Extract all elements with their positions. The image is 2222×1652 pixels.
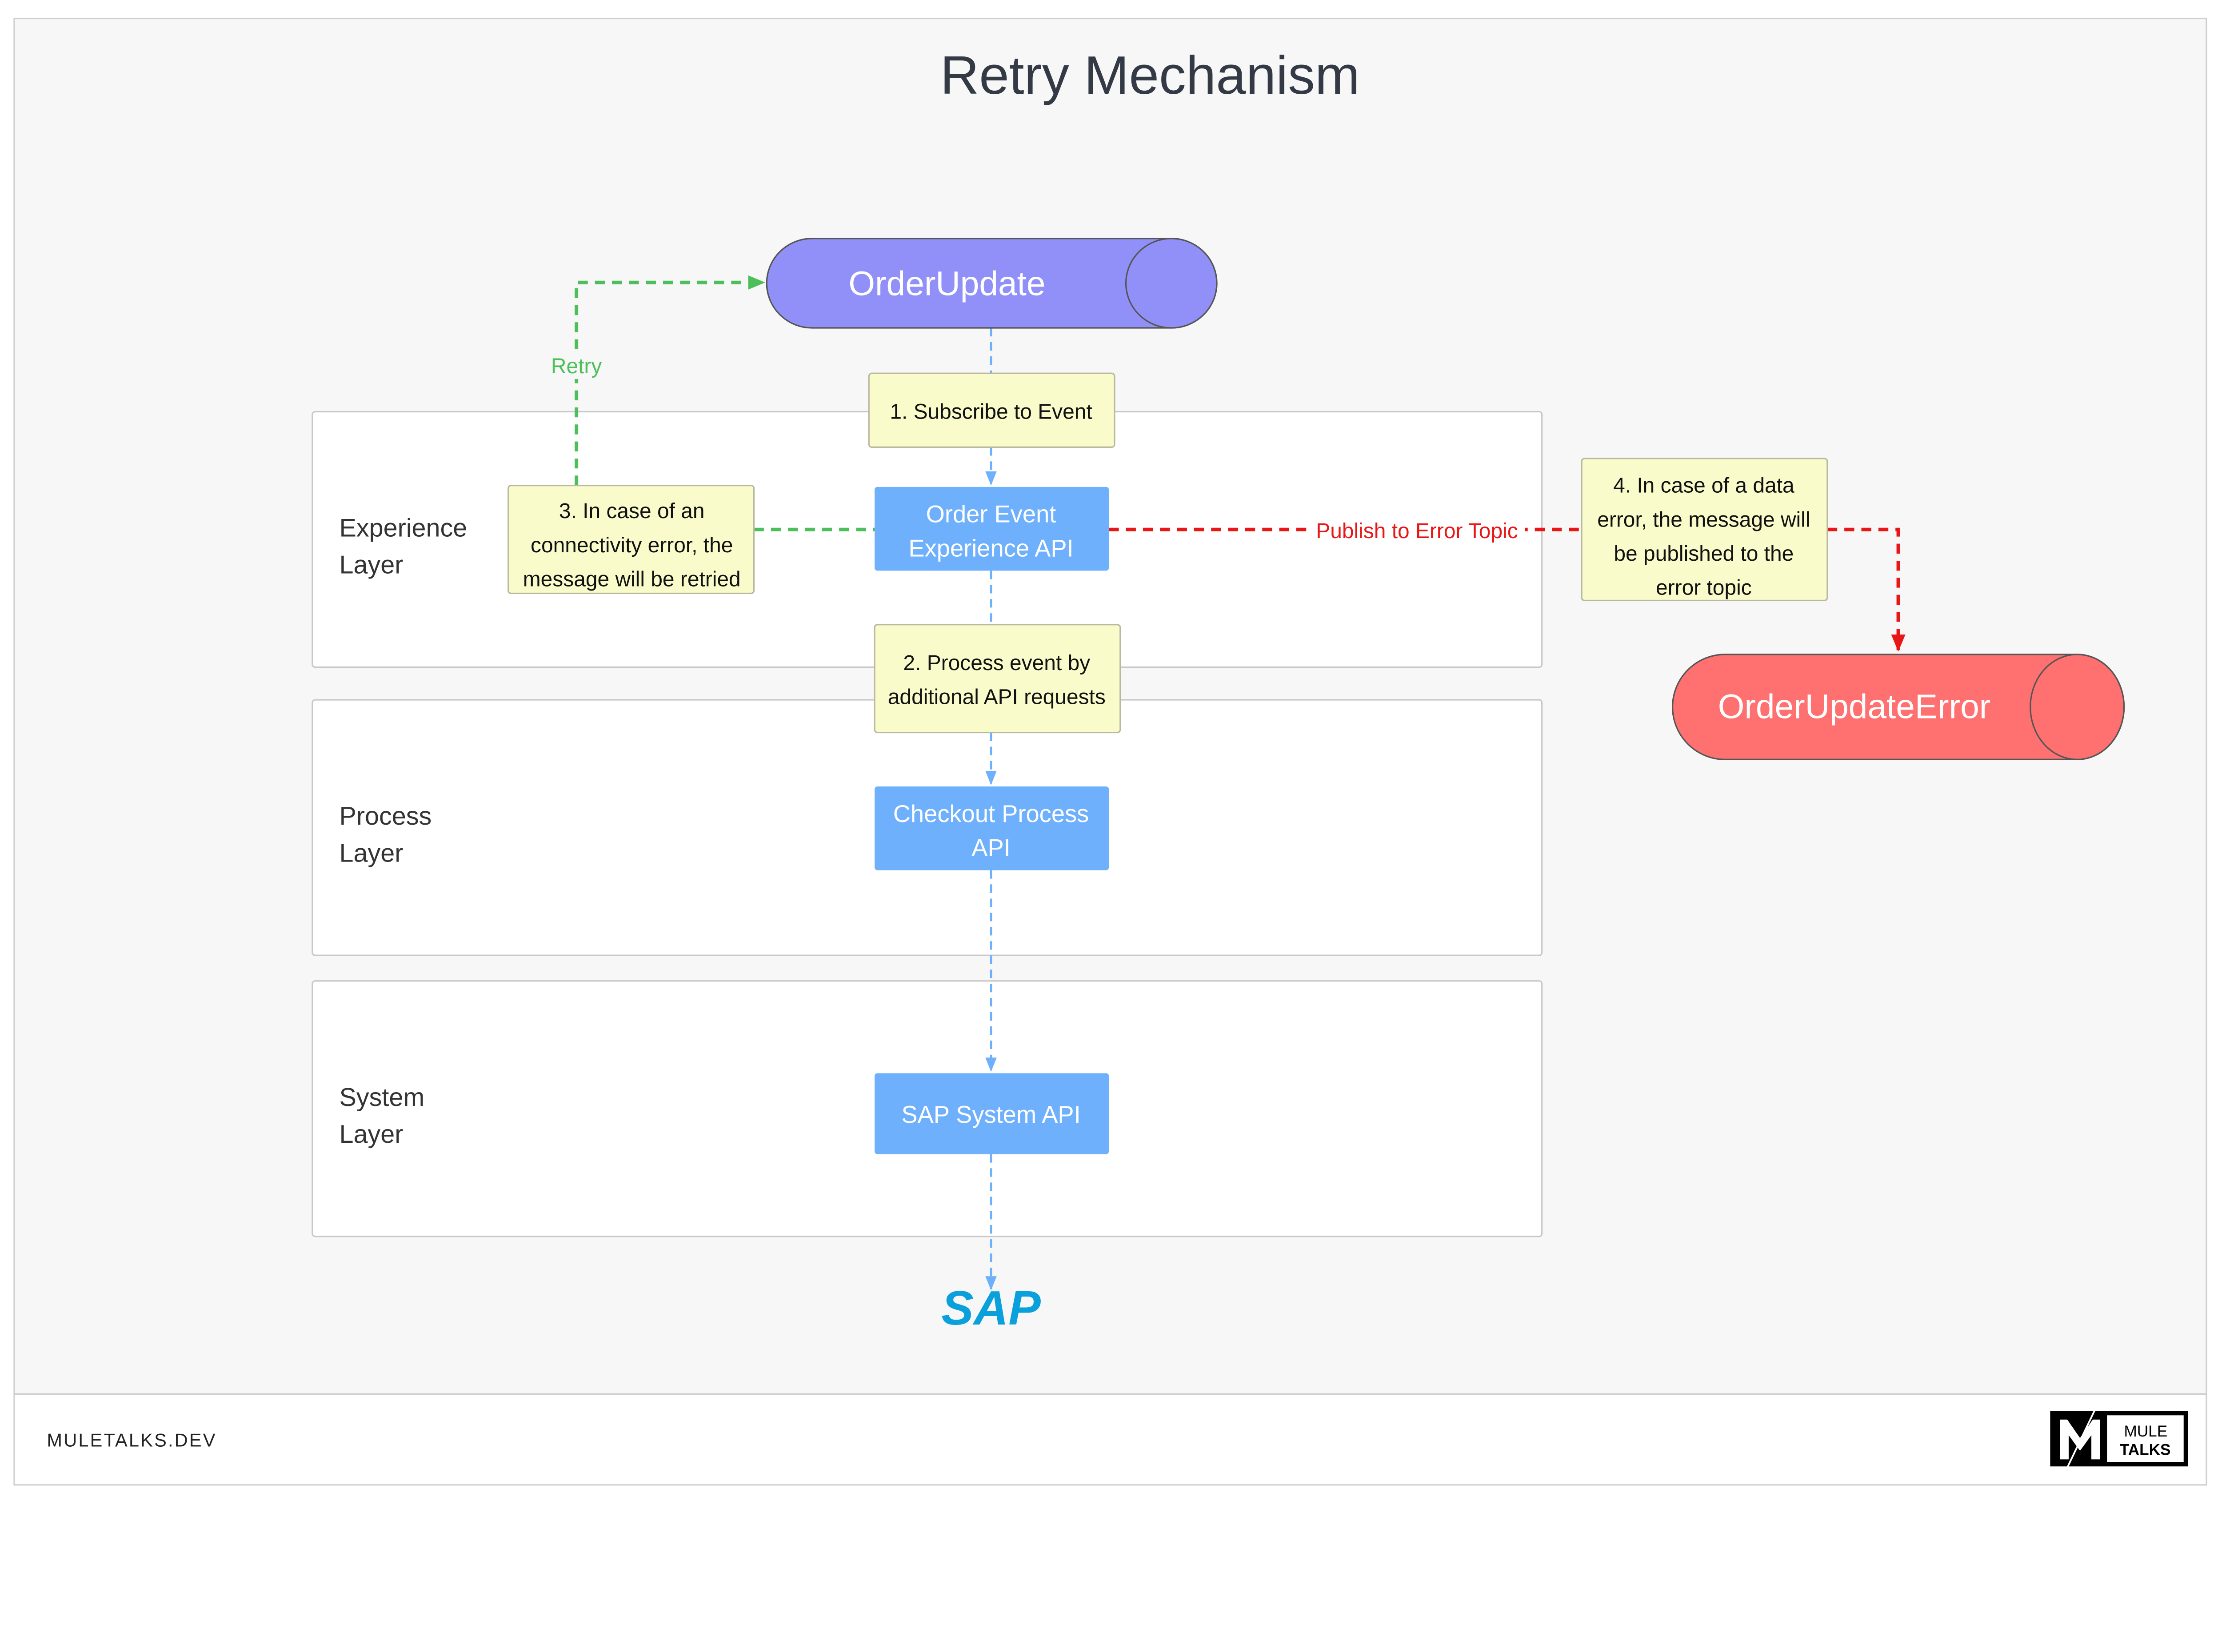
muletalks-logo: MULE TALKS <box>2050 1405 2188 1471</box>
svg-text:be published to the: be published to the <box>1614 542 1794 566</box>
note-step-4: 4. In case of a data error, the message … <box>1581 458 1828 602</box>
order-update-topic[interactable]: OrderUpdate <box>766 238 1218 329</box>
svg-text:2. Process event by: 2. Process event by <box>903 651 1090 675</box>
logo-text-mule: MULE <box>2124 1423 2168 1440</box>
api-label: API <box>971 834 1011 862</box>
footer-site-link[interactable]: MULETALKS.DEV <box>47 1430 216 1451</box>
order-update-error-label: OrderUpdateError <box>1718 688 1990 726</box>
retry-label: Retry <box>551 355 602 378</box>
system-layer-label: System <box>340 1083 425 1112</box>
order-event-experience-api[interactable]: Order Event Experience API <box>875 487 1109 571</box>
logo-text-talks: TALKS <box>2120 1441 2170 1459</box>
process-layer-label: Layer <box>340 839 404 867</box>
experience-layer-label: Layer <box>340 551 404 579</box>
svg-text:connectivity error, the: connectivity error, the <box>531 534 733 557</box>
process-layer-label: Process <box>340 802 432 830</box>
api-label: Experience API <box>908 535 1073 562</box>
api-label: Order Event <box>926 501 1056 528</box>
diagram-canvas: Retry Mechanism Experience Layer Process… <box>13 17 2207 1486</box>
api-label: Checkout Process <box>893 800 1089 827</box>
svg-text:4. In case of a data: 4. In case of a data <box>1613 474 1794 498</box>
publish-error-label: Publish to Error Topic <box>1316 519 1518 543</box>
svg-text:error, the message will: error, the message will <box>1597 508 1810 531</box>
api-label: SAP System API <box>901 1101 1080 1128</box>
system-layer-label: Layer <box>340 1120 404 1149</box>
order-update-label: OrderUpdate <box>848 265 1045 303</box>
svg-text:1. Subscribe to Event: 1. Subscribe to Event <box>890 400 1092 423</box>
note-step-2: 2. Process event by additional API reque… <box>874 624 1121 734</box>
experience-layer-label: Experience <box>340 514 468 543</box>
note-step-1: 1. Subscribe to Event <box>868 372 1115 448</box>
diagram-title: Retry Mechanism <box>940 45 1360 105</box>
note-step-3: 3. In case of an connectivity error, the… <box>508 485 755 595</box>
retry-connector <box>575 275 875 531</box>
svg-text:additional API requests: additional API requests <box>888 686 1106 709</box>
sap-logo: SAP <box>941 1281 1041 1335</box>
svg-text:message will be retried: message will be retried <box>523 567 741 591</box>
svg-text:3. In case of an: 3. In case of an <box>559 499 705 523</box>
svg-text:error topic: error topic <box>1656 576 1752 600</box>
order-update-error-topic[interactable]: OrderUpdateError <box>1672 654 2125 760</box>
checkout-process-api[interactable]: Checkout Process API <box>875 786 1109 870</box>
footer-bar <box>13 1393 2207 1486</box>
sap-system-api[interactable]: SAP System API <box>875 1073 1109 1154</box>
